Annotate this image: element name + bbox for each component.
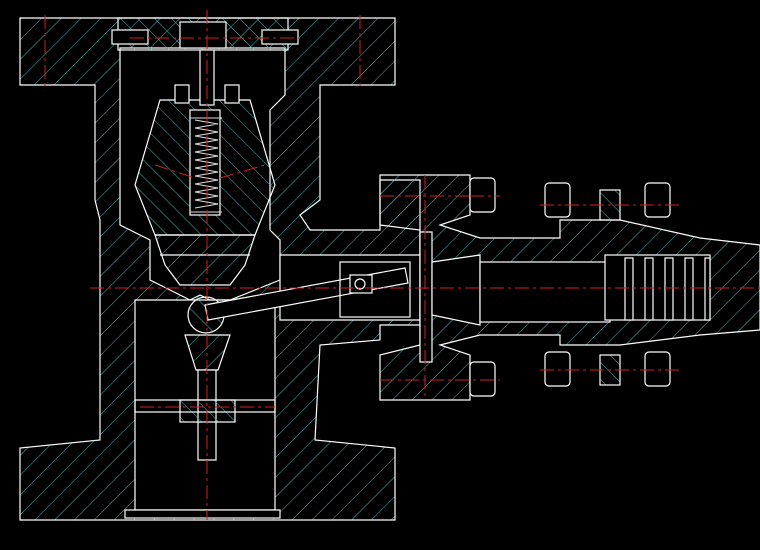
centerlines bbox=[44, 10, 760, 520]
flange-bolts bbox=[469, 177, 671, 397]
spring bbox=[190, 117, 222, 213]
bonnet bbox=[111, 17, 299, 51]
base-flange bbox=[124, 509, 281, 519]
lower-guide-cone bbox=[184, 334, 231, 371]
diaphragm-stack bbox=[624, 257, 711, 321]
ball-and-guide bbox=[134, 296, 276, 461]
stem bbox=[174, 49, 240, 106]
